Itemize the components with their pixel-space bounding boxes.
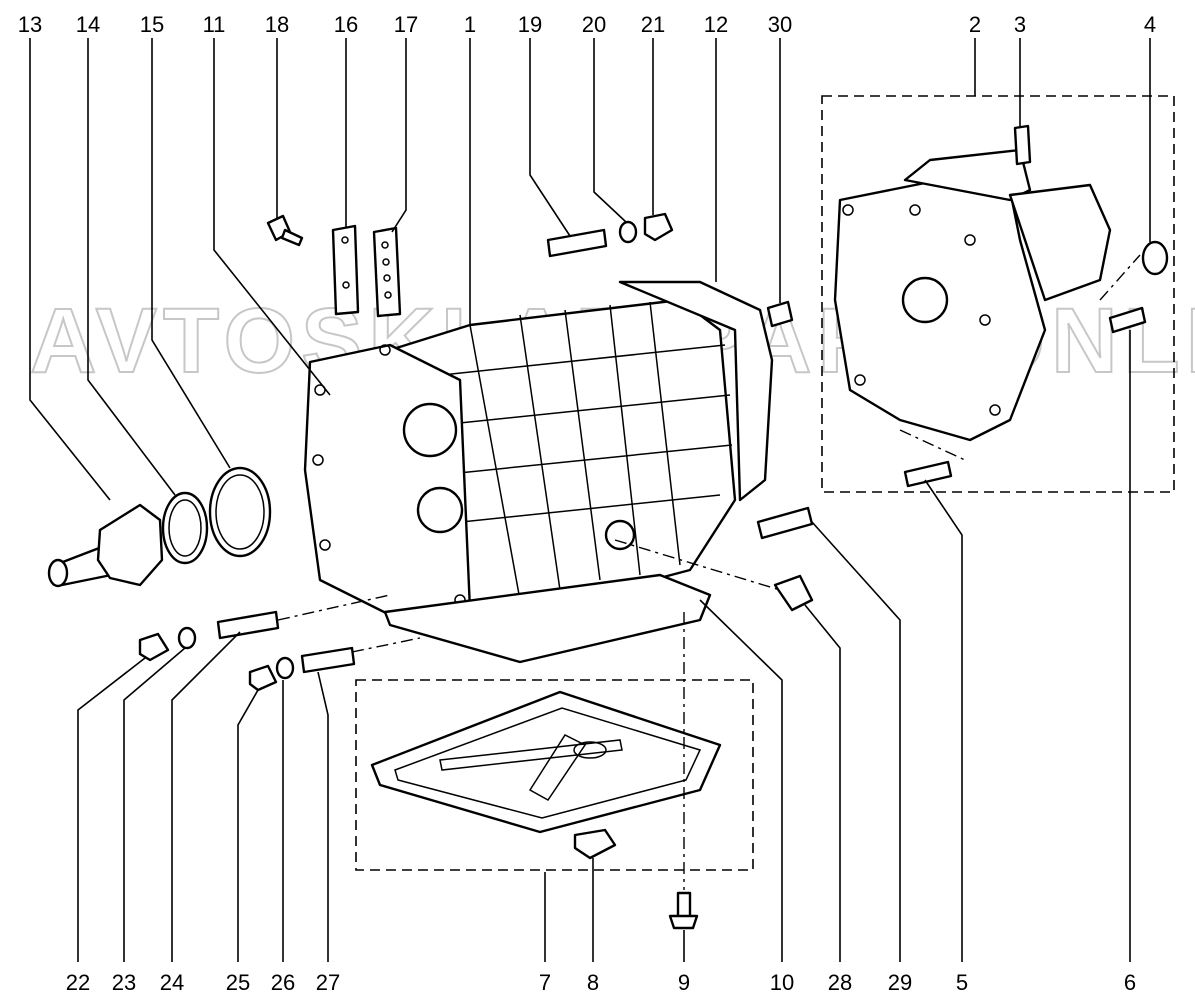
callout-28: 28 bbox=[828, 970, 852, 995]
stud-24 bbox=[216, 610, 280, 640]
oring-large-inner bbox=[215, 474, 265, 550]
callout-4: 4 bbox=[1144, 12, 1156, 37]
callout-30: 30 bbox=[768, 12, 792, 37]
stud-19 bbox=[546, 228, 608, 258]
callout-1: 1 bbox=[464, 12, 476, 37]
callout-11: 11 bbox=[203, 12, 226, 37]
callout-6: 6 bbox=[1124, 970, 1136, 995]
callout-10: 10 bbox=[770, 970, 794, 995]
stud-5 bbox=[903, 460, 953, 488]
callout-12: 12 bbox=[704, 12, 728, 37]
oring-small-inner bbox=[168, 499, 202, 557]
rear-housing-group-box bbox=[821, 95, 1175, 493]
callout-2: 2 bbox=[969, 12, 981, 37]
callout-17: 17 bbox=[394, 12, 418, 37]
plate-17 bbox=[372, 226, 402, 318]
callout-14: 14 bbox=[76, 12, 100, 37]
callout-8: 8 bbox=[587, 970, 599, 995]
callout-13: 13 bbox=[18, 12, 42, 37]
stud-27 bbox=[300, 646, 356, 674]
washer-20 bbox=[618, 220, 638, 244]
callout-7: 7 bbox=[539, 970, 551, 995]
gearbox-housing bbox=[303, 298, 737, 632]
washer-26 bbox=[275, 656, 295, 680]
oil-pan bbox=[370, 690, 722, 834]
callout-5: 5 bbox=[956, 970, 968, 995]
callout-19: 19 bbox=[518, 12, 542, 37]
callout-29: 29 bbox=[888, 970, 912, 995]
bottom-gasket bbox=[383, 573, 712, 664]
callout-27: 27 bbox=[316, 970, 340, 995]
callout-25: 25 bbox=[226, 970, 250, 995]
nut-22 bbox=[138, 632, 170, 662]
bolt-9 bbox=[676, 891, 692, 920]
seal-4 bbox=[1141, 240, 1169, 276]
callout-9: 9 bbox=[678, 970, 690, 995]
stud-3 bbox=[1013, 124, 1032, 166]
callout-23: 23 bbox=[112, 970, 136, 995]
housing-gasket bbox=[618, 280, 774, 502]
washer-23 bbox=[177, 626, 197, 650]
callout-3: 3 bbox=[1014, 12, 1026, 37]
oring-large bbox=[208, 466, 272, 558]
stud-29 bbox=[756, 506, 814, 540]
stud-6 bbox=[1108, 306, 1147, 334]
oring-small bbox=[161, 491, 209, 565]
callout-26: 26 bbox=[271, 970, 295, 995]
oil-pan-group-box bbox=[355, 679, 754, 871]
nut-25 bbox=[248, 664, 278, 692]
nut-21 bbox=[643, 212, 674, 242]
callout-18: 18 bbox=[265, 12, 289, 37]
callout-20: 20 bbox=[582, 12, 606, 37]
callout-22: 22 bbox=[66, 970, 90, 995]
bolt-18 bbox=[266, 214, 304, 247]
drain-plug-8 bbox=[573, 828, 617, 860]
bolt-9-head bbox=[668, 914, 699, 930]
dowel-30 bbox=[766, 300, 794, 328]
callout-21: 21 bbox=[641, 12, 665, 37]
callout-15: 15 bbox=[140, 12, 164, 37]
plate-16 bbox=[331, 224, 360, 316]
callout-16: 16 bbox=[334, 12, 358, 37]
plug-28 bbox=[773, 574, 814, 612]
rear-extension-housing bbox=[833, 148, 1112, 442]
input-shaft-cover bbox=[47, 503, 164, 588]
callout-24: 24 bbox=[160, 970, 184, 995]
